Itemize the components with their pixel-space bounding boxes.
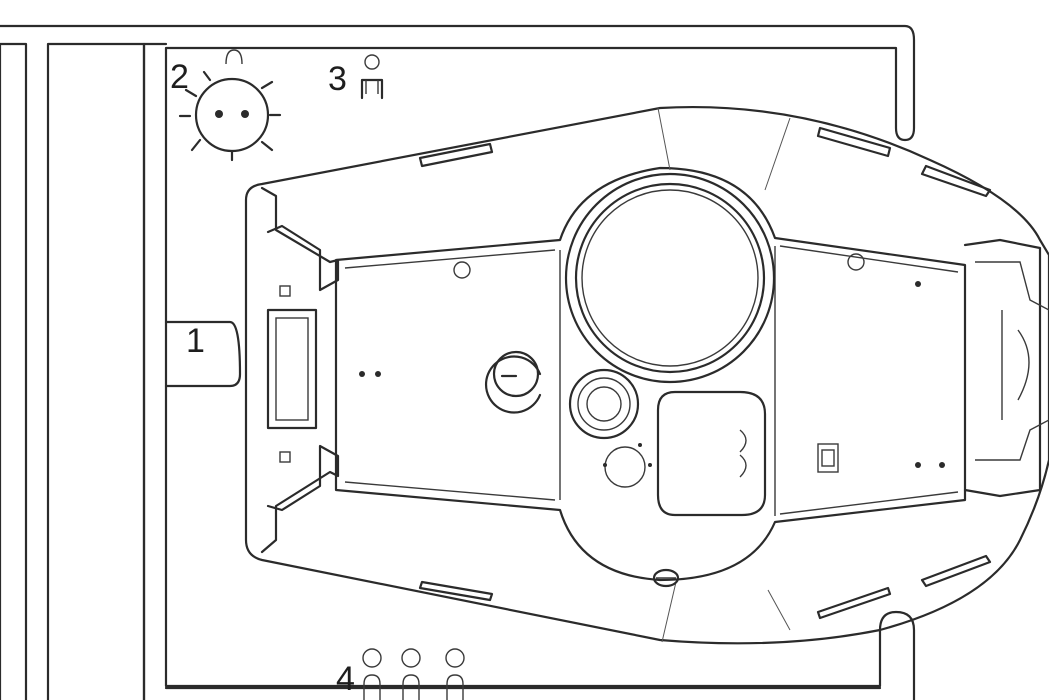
sprue-frame	[0, 24, 916, 700]
part-1-label: 1	[186, 322, 205, 360]
part-4-label: 4	[336, 660, 355, 698]
part-1-hull	[244, 105, 1049, 645]
part-2-wheel	[178, 49, 282, 162]
part-4-pins	[362, 648, 465, 700]
part-3-clip	[360, 54, 384, 100]
part-3-label: 3	[328, 60, 347, 98]
part-2-label: 2	[170, 58, 189, 96]
